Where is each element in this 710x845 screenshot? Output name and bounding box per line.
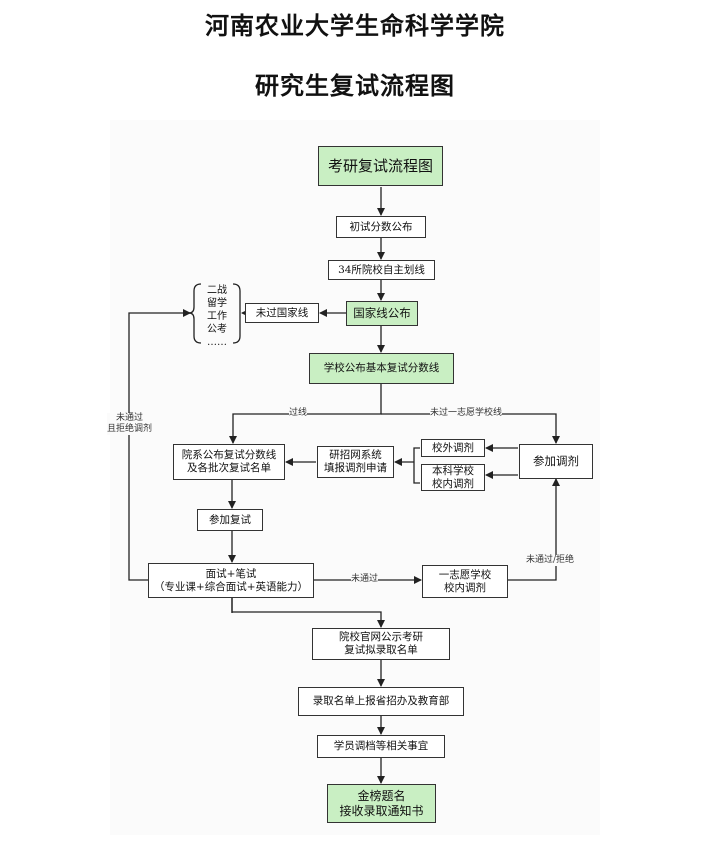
page-title: 河南农业大学生命科学学院 bbox=[205, 11, 505, 40]
other-options-list: 二战 留学 工作 公考 …… bbox=[207, 285, 227, 348]
page-subtitle: 研究生复试流程图 bbox=[255, 71, 455, 100]
node-yanzhao: 研招网系统 填报调剂申请 bbox=[317, 446, 394, 478]
node-canjia-fushi: 参加复试 bbox=[197, 509, 263, 531]
node-baosong: 录取名单上报省招办及教育部 bbox=[298, 687, 464, 716]
node-benke: 本科学校 校内调剂 bbox=[421, 464, 485, 491]
label-guoxian: 过线 bbox=[289, 408, 308, 419]
node-diaodang: 学员调档等相关事宜 bbox=[317, 735, 445, 758]
node-mianshi: 面试+笔试 （专业课+综合面试+英语能力） bbox=[148, 563, 314, 598]
node-start: 考研复试流程图 bbox=[318, 146, 443, 186]
node-yuanxi: 院系公布复试分数线 及各批次复试名单 bbox=[173, 444, 285, 480]
label-weitongguo-jujue: 未通过/拒绝 bbox=[526, 555, 575, 566]
edge-yizhiyuan-tiaoji bbox=[508, 478, 560, 581]
label-weiguo-yizhiyuan: 未过一志愿学校线 bbox=[430, 408, 503, 419]
node-weiguoguojia: 未过国家线 bbox=[245, 303, 319, 323]
node-zihuaxian: 34所院校自主划线 bbox=[328, 260, 435, 280]
node-guojiaxian: 国家线公布 bbox=[346, 301, 418, 326]
label-weitongguo-jujue-left: 未通过 且拒绝调剂 bbox=[107, 413, 153, 435]
edge-mianshi-gongshi-2 bbox=[231, 598, 385, 628]
edge-bracket bbox=[413, 447, 420, 484]
right-brace bbox=[232, 283, 241, 344]
node-yizhiyuan: 一志愿学校 校内调剂 bbox=[422, 565, 508, 598]
node-xiaowai: 校外调剂 bbox=[421, 439, 485, 457]
left-brace bbox=[188, 283, 202, 344]
node-end: 金榜题名 接收录取通知书 bbox=[327, 784, 436, 823]
node-gongshi: 院校官网公示考研 复试拟录取名单 bbox=[312, 628, 450, 660]
node-canjia-tiaoji: 参加调剂 bbox=[519, 444, 593, 479]
label-weitongguo: 未通过 bbox=[351, 574, 379, 585]
node-chushi: 初试分数公布 bbox=[336, 216, 426, 238]
node-xiaoxian: 学校公布基本复试分数线 bbox=[309, 353, 454, 384]
edge-left-loop bbox=[128, 309, 191, 581]
